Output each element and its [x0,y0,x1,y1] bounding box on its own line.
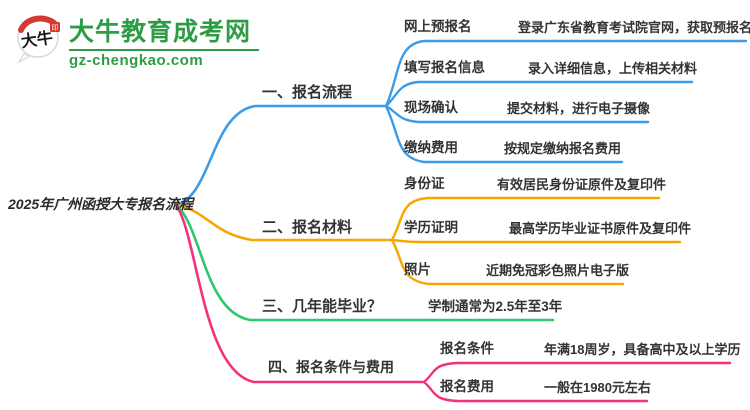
item-label: 现场确认 [404,100,458,115]
item-desc: 最高学历毕业证书原件及复印件 [509,221,692,236]
branch1-label: 一、报名流程 [262,84,353,101]
logo-bubble-icon: 印 大牛 [17,15,60,64]
branch3-desc: 学制通常为2.5年至3年 [428,299,563,314]
logo-subtitle: gz-chengkao.com [69,52,204,69]
item-label: 照片 [404,262,431,277]
logo-icon-text: 大牛 [20,28,54,51]
item-desc: 年满18周岁，具备高中及以上学历 [544,342,741,357]
item-desc: 一般在1980元左右 [544,380,651,395]
item-desc: 登录广东省教育考试院官网，获取预报名号 [518,20,750,35]
branch2-label: 二、报名材料 [262,219,353,236]
site-logo: 印 大牛 大牛教育成考网 gz-chengkao.com [12,8,262,68]
item-label: 学历证明 [404,220,458,235]
branch3-label: 三、几年能毕业？ [262,298,383,315]
branch2-sub2-line [390,238,682,244]
item-desc: 有效居民身份证原件及复印件 [497,177,667,192]
item-label: 身份证 [404,176,445,191]
branch1-trunk-line [174,104,388,207]
item-desc: 录入详细信息，上传相关材料 [528,61,698,76]
item-label: 报名条件 [440,341,494,356]
item-label: 填写报名信息 [404,60,485,75]
item-label: 网上预报名 [404,19,472,34]
logo-title: 大牛教育成考网 [69,18,252,46]
item-desc: 近期免冠彩色照片电子版 [486,263,630,278]
logo-seal-text: 印 [52,24,59,32]
root-topic: 2025年广州函授大专报名流程 [8,196,194,212]
item-label: 缴纳费用 [404,140,458,155]
item-desc: 提交材料，进行电子摄像 [507,101,651,116]
branch4-label: 四、报名条件与费用 [268,359,394,375]
item-desc: 按规定缴纳报名费用 [504,141,622,156]
item-label: 报名费用 [440,379,494,394]
logo-divider [69,49,259,51]
